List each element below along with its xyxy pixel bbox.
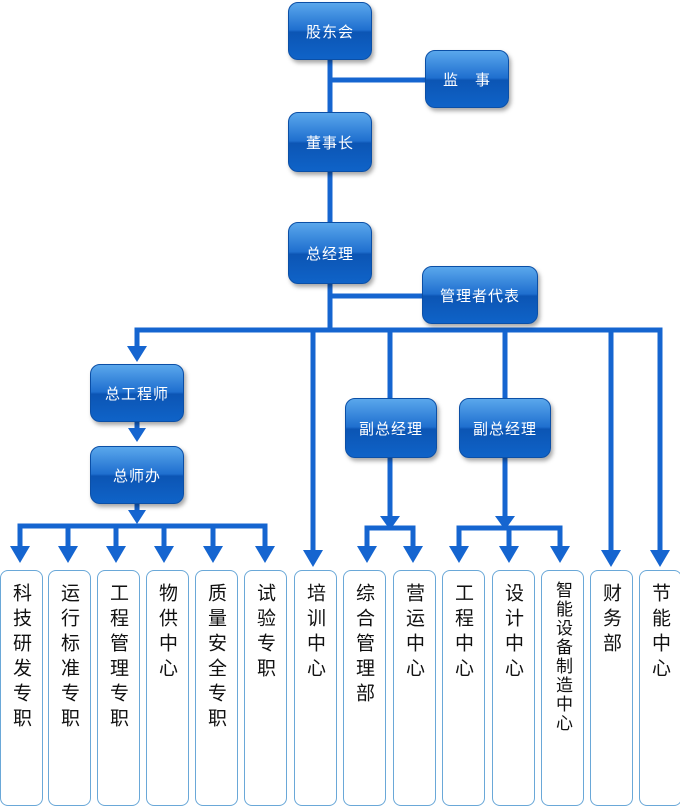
chairman-box: 董事长 (288, 112, 372, 172)
dept-label: 财务部 (600, 583, 622, 658)
dept-box-energy-saving: 节能中心 (639, 570, 680, 806)
dept-box-engineering-center: 工程中心 (442, 570, 485, 806)
dept-box-supply-center: 物供中心 (146, 570, 189, 806)
dept-label: 培训中心 (304, 583, 326, 683)
dept-box-finance: 财务部 (590, 570, 633, 806)
dept-label: 质量安全专职 (205, 583, 227, 733)
dept-box-testing: 试验专职 (244, 570, 287, 806)
chief-engineer-box: 总工程师 (90, 364, 184, 422)
dept-box-operations-center: 营运中心 (393, 570, 436, 806)
deputy-gm-box-1: 副总经理 (345, 398, 437, 458)
general-manager-box: 总经理 (288, 222, 372, 284)
dept-label: 综合管理部 (353, 583, 375, 708)
dept-label: 科技研发专职 (10, 583, 32, 733)
dept-box-training-center: 培训中心 (294, 570, 337, 806)
chief-engineer-office-box: 总师办 (90, 446, 184, 504)
shareholders-box: 股东会 (288, 2, 372, 60)
dept-box-rd: 科技研发专职 (0, 570, 43, 806)
dept-label: 营运中心 (403, 583, 425, 683)
deputy-gm-box-2: 副总经理 (459, 398, 551, 458)
dept-label: 物供中心 (156, 583, 178, 683)
dept-box-engineering-mgmt: 工程管理专职 (97, 570, 140, 806)
dept-box-design-center: 设计中心 (492, 570, 535, 806)
dept-label: 工程管理专职 (107, 583, 129, 733)
dept-box-general-admin: 综合管理部 (343, 570, 386, 806)
dept-label: 试验专职 (254, 583, 276, 683)
dept-label: 设计中心 (502, 583, 524, 683)
dept-label: 运行标准专职 (58, 583, 80, 733)
management-representative-box: 管理者代表 (422, 266, 538, 324)
dept-box-smart-equipment: 智能设备制造中心 (541, 570, 584, 806)
dept-label: 工程中心 (452, 583, 474, 683)
dept-label: 节能中心 (649, 583, 671, 683)
dept-label: 智能设备制造中心 (552, 581, 572, 733)
supervisor-box: 监 事 (425, 50, 509, 108)
dept-box-operation-standards: 运行标准专职 (48, 570, 91, 806)
dept-box-quality-safety: 质量安全专职 (195, 570, 238, 806)
